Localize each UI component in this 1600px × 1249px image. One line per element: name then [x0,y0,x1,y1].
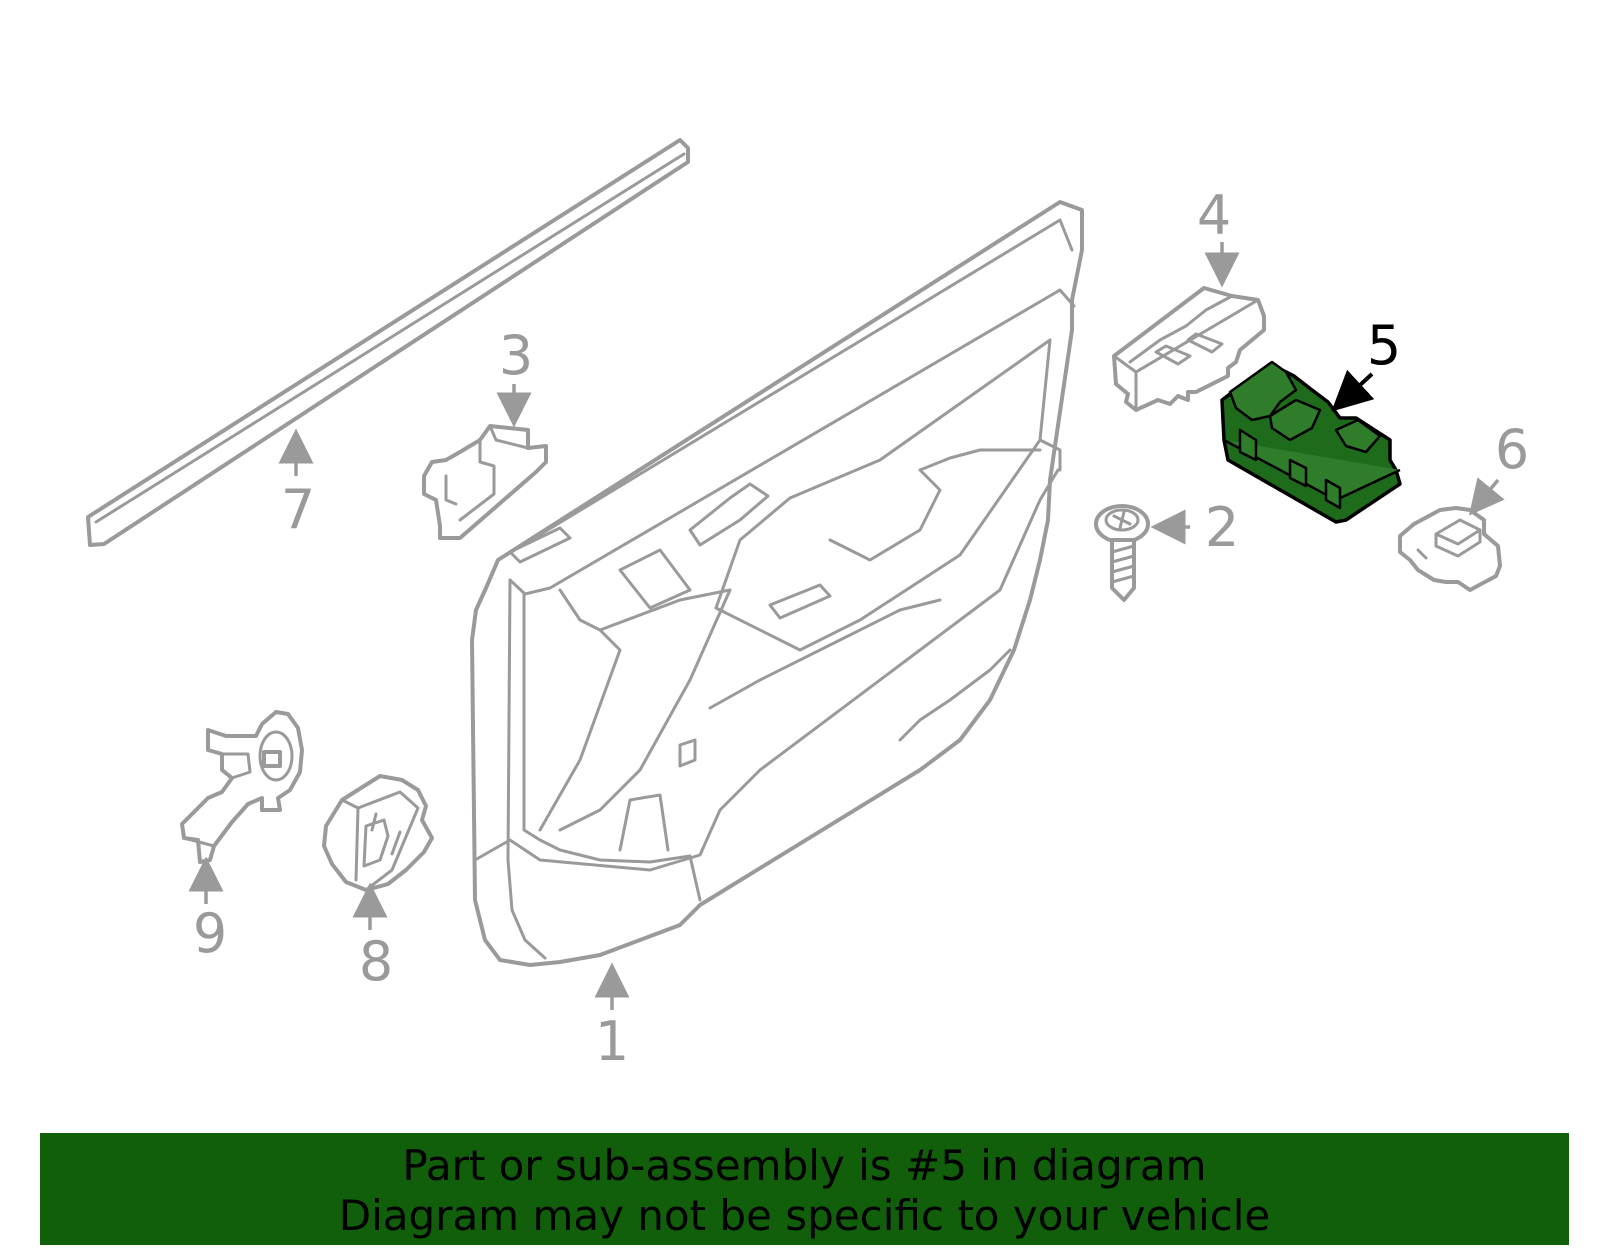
part-7-belt-molding [86,138,690,547]
callout-labels: 1 2 3 4 5 6 7 8 9 [193,184,1529,1073]
info-banner: Part or sub-assembly is #5 in diagram Di… [40,1133,1569,1245]
part-4-switch-bezel [1112,286,1266,412]
callout-8: 8 [359,930,393,993]
callout-9: 9 [193,902,227,965]
part-2-screw [1094,504,1150,602]
part-6-small-switch [1398,506,1502,592]
callout-3: 3 [499,324,533,387]
part-8-speaker [322,774,434,892]
callout-4: 4 [1197,184,1231,247]
parts-diagram: 1 2 3 4 5 6 7 8 9 [86,138,1529,1073]
callout-5: 5 [1367,314,1401,377]
part-9-bracket [180,710,304,864]
part-3-clip [422,424,548,540]
part-5-power-window-switch [1220,360,1402,524]
callout-arrows [188,242,1505,1010]
callout-2: 2 [1205,496,1239,559]
callout-1: 1 [595,1010,629,1073]
part-1-door-trim-panel [470,200,1084,967]
callout-7: 7 [281,478,315,541]
banner-line-1: Part or sub-assembly is #5 in diagram [402,1141,1207,1190]
callout-6: 6 [1495,418,1529,481]
banner-line-2: Diagram may not be specific to your vehi… [338,1191,1271,1240]
